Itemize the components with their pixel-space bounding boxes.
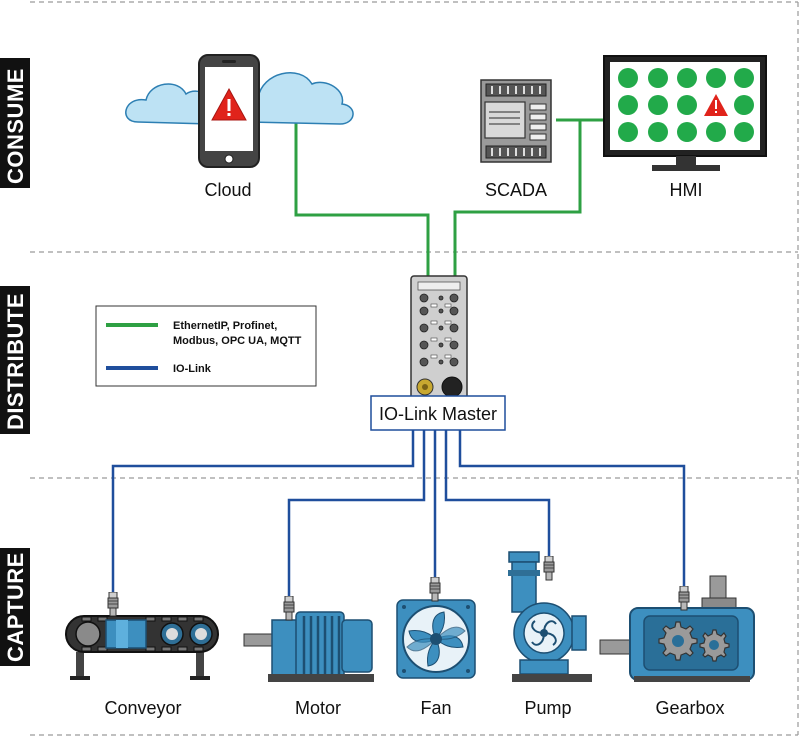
motor-icon bbox=[243, 596, 374, 682]
plc-icon bbox=[480, 79, 552, 163]
label-hmi: HMI bbox=[670, 180, 703, 200]
svg-text:CONSUME: CONSUME bbox=[3, 68, 28, 184]
legend: EthernetIP, Profinet, Modbus, OPC UA, MQ… bbox=[95, 305, 317, 387]
sensor-icon bbox=[429, 577, 441, 602]
svg-text:DISTRIBUTE: DISTRIBUTE bbox=[3, 293, 28, 430]
sensor-icon bbox=[678, 586, 690, 611]
section-frame bbox=[30, 1, 799, 736]
label-pump: Pump bbox=[524, 698, 571, 718]
sensor-icon bbox=[283, 596, 295, 621]
legend-ethernet-line1: EthernetIP, Profinet, bbox=[173, 320, 277, 332]
section-label-distribute: DISTRIBUTE bbox=[0, 286, 30, 434]
io-link-master-label: IO-Link Master bbox=[370, 395, 506, 431]
sensor-icon bbox=[543, 556, 555, 581]
svg-text:IO-Link Master: IO-Link Master bbox=[379, 404, 497, 424]
svg-text:CAPTURE: CAPTURE bbox=[3, 552, 28, 662]
label-motor: Motor bbox=[295, 698, 341, 718]
gearbox-icon bbox=[599, 575, 755, 682]
label-fan: Fan bbox=[420, 698, 451, 718]
alert-icon bbox=[211, 87, 247, 121]
cloud-icon bbox=[125, 72, 354, 125]
fan-icon bbox=[396, 577, 476, 679]
label-scada: SCADA bbox=[485, 180, 547, 200]
iolink-connections bbox=[111, 430, 686, 598]
section-label-consume: CONSUME bbox=[0, 58, 30, 188]
sensor-icon bbox=[107, 592, 119, 617]
alert-icon bbox=[704, 94, 728, 116]
label-gearbox: Gearbox bbox=[655, 698, 724, 718]
legend-ethernet-line2: Modbus, OPC UA, MQTT bbox=[173, 335, 302, 347]
monitor-icon bbox=[603, 55, 767, 171]
label-conveyor: Conveyor bbox=[104, 698, 181, 718]
label-cloud: Cloud bbox=[204, 180, 251, 200]
phone-icon bbox=[198, 54, 260, 168]
section-label-capture: CAPTURE bbox=[0, 548, 30, 666]
pump-icon bbox=[508, 551, 592, 682]
legend-iolink: IO-Link bbox=[173, 363, 212, 375]
ethernet-connections bbox=[294, 118, 607, 280]
io-link-master-icon bbox=[410, 275, 468, 403]
conveyor-icon bbox=[65, 592, 219, 680]
